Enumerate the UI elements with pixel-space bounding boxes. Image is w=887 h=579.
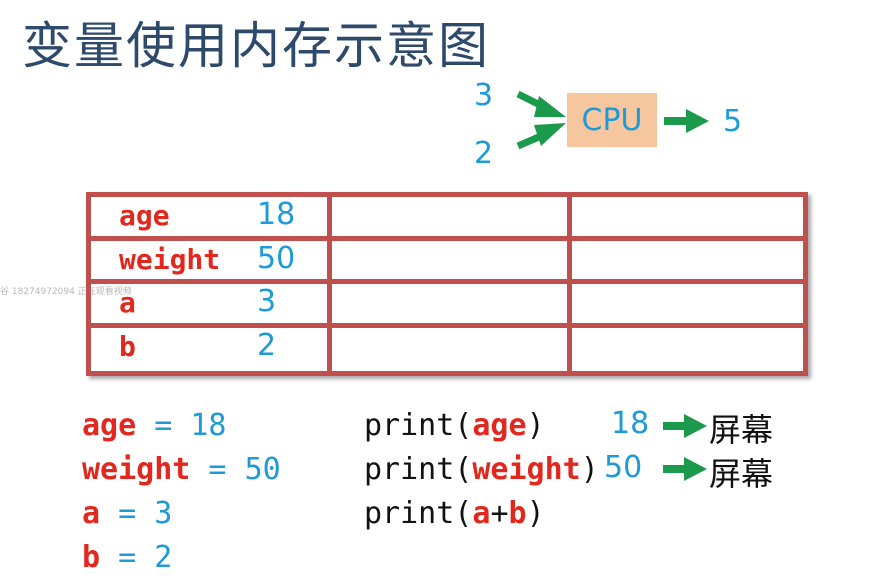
memory-var-name: weight — [119, 242, 221, 276]
print-line: print(age) — [364, 408, 545, 443]
cpu-input-bottom: 2 — [474, 136, 494, 171]
memory-cell-empty — [572, 197, 803, 241]
print-output: 18 — [611, 406, 650, 441]
assignment-line: b = 2 — [82, 540, 173, 575]
memory-cell-empty — [332, 327, 572, 371]
memory-cell-empty — [572, 328, 803, 372]
memory-cell-b: b 2 — [91, 327, 332, 371]
cpu-input-top: 3 — [474, 78, 494, 113]
arrow-out-icon — [664, 109, 709, 133]
arrow-in-top-icon — [516, 90, 566, 117]
cpu-output: 5 — [723, 104, 743, 139]
memory-var-value: 50 — [257, 240, 296, 276]
memory-cell-empty — [332, 240, 572, 284]
page-title: 变量使用内存示意图 — [22, 17, 490, 75]
memory-grid: age 18 weight 50 a 3 b 2 — [86, 192, 808, 376]
memory-cell-empty — [332, 284, 572, 328]
memory-var-name: a — [119, 286, 136, 319]
cpu-label: CPU — [581, 102, 643, 138]
memory-var-value: 2 — [257, 327, 277, 363]
memory-cell-empty — [572, 241, 803, 284]
memory-var-value: 3 — [257, 284, 277, 319]
arrow-screen-1-icon — [663, 414, 707, 438]
print-destination: 屏幕 — [709, 455, 774, 493]
memory-var-name: age — [119, 199, 170, 232]
assignment-line: weight = 50 — [82, 452, 281, 487]
memory-var-value: 18 — [257, 197, 296, 232]
assignment-line: age = 18 — [82, 408, 227, 443]
memory-cell-a: a 3 — [91, 284, 332, 328]
assignment-line: a = 3 — [82, 496, 173, 531]
arrow-in-bottom-icon — [516, 123, 566, 150]
arrow-screen-2-icon — [663, 457, 707, 481]
watermark: 谷 18274972094 正在观看视频 — [0, 287, 132, 297]
print-destination: 屏幕 — [709, 411, 774, 449]
memory-cell-empty — [572, 284, 803, 328]
print-output: 50 — [604, 450, 643, 485]
print-line: print(a+b) — [364, 496, 545, 531]
memory-cell-age: age 18 — [91, 197, 332, 241]
memory-cell-weight: weight 50 — [91, 240, 332, 284]
memory-var-name: b — [119, 329, 136, 363]
print-line: print(weight) — [364, 452, 599, 487]
cpu-box: CPU — [567, 93, 657, 147]
memory-cell-empty — [332, 197, 572, 241]
